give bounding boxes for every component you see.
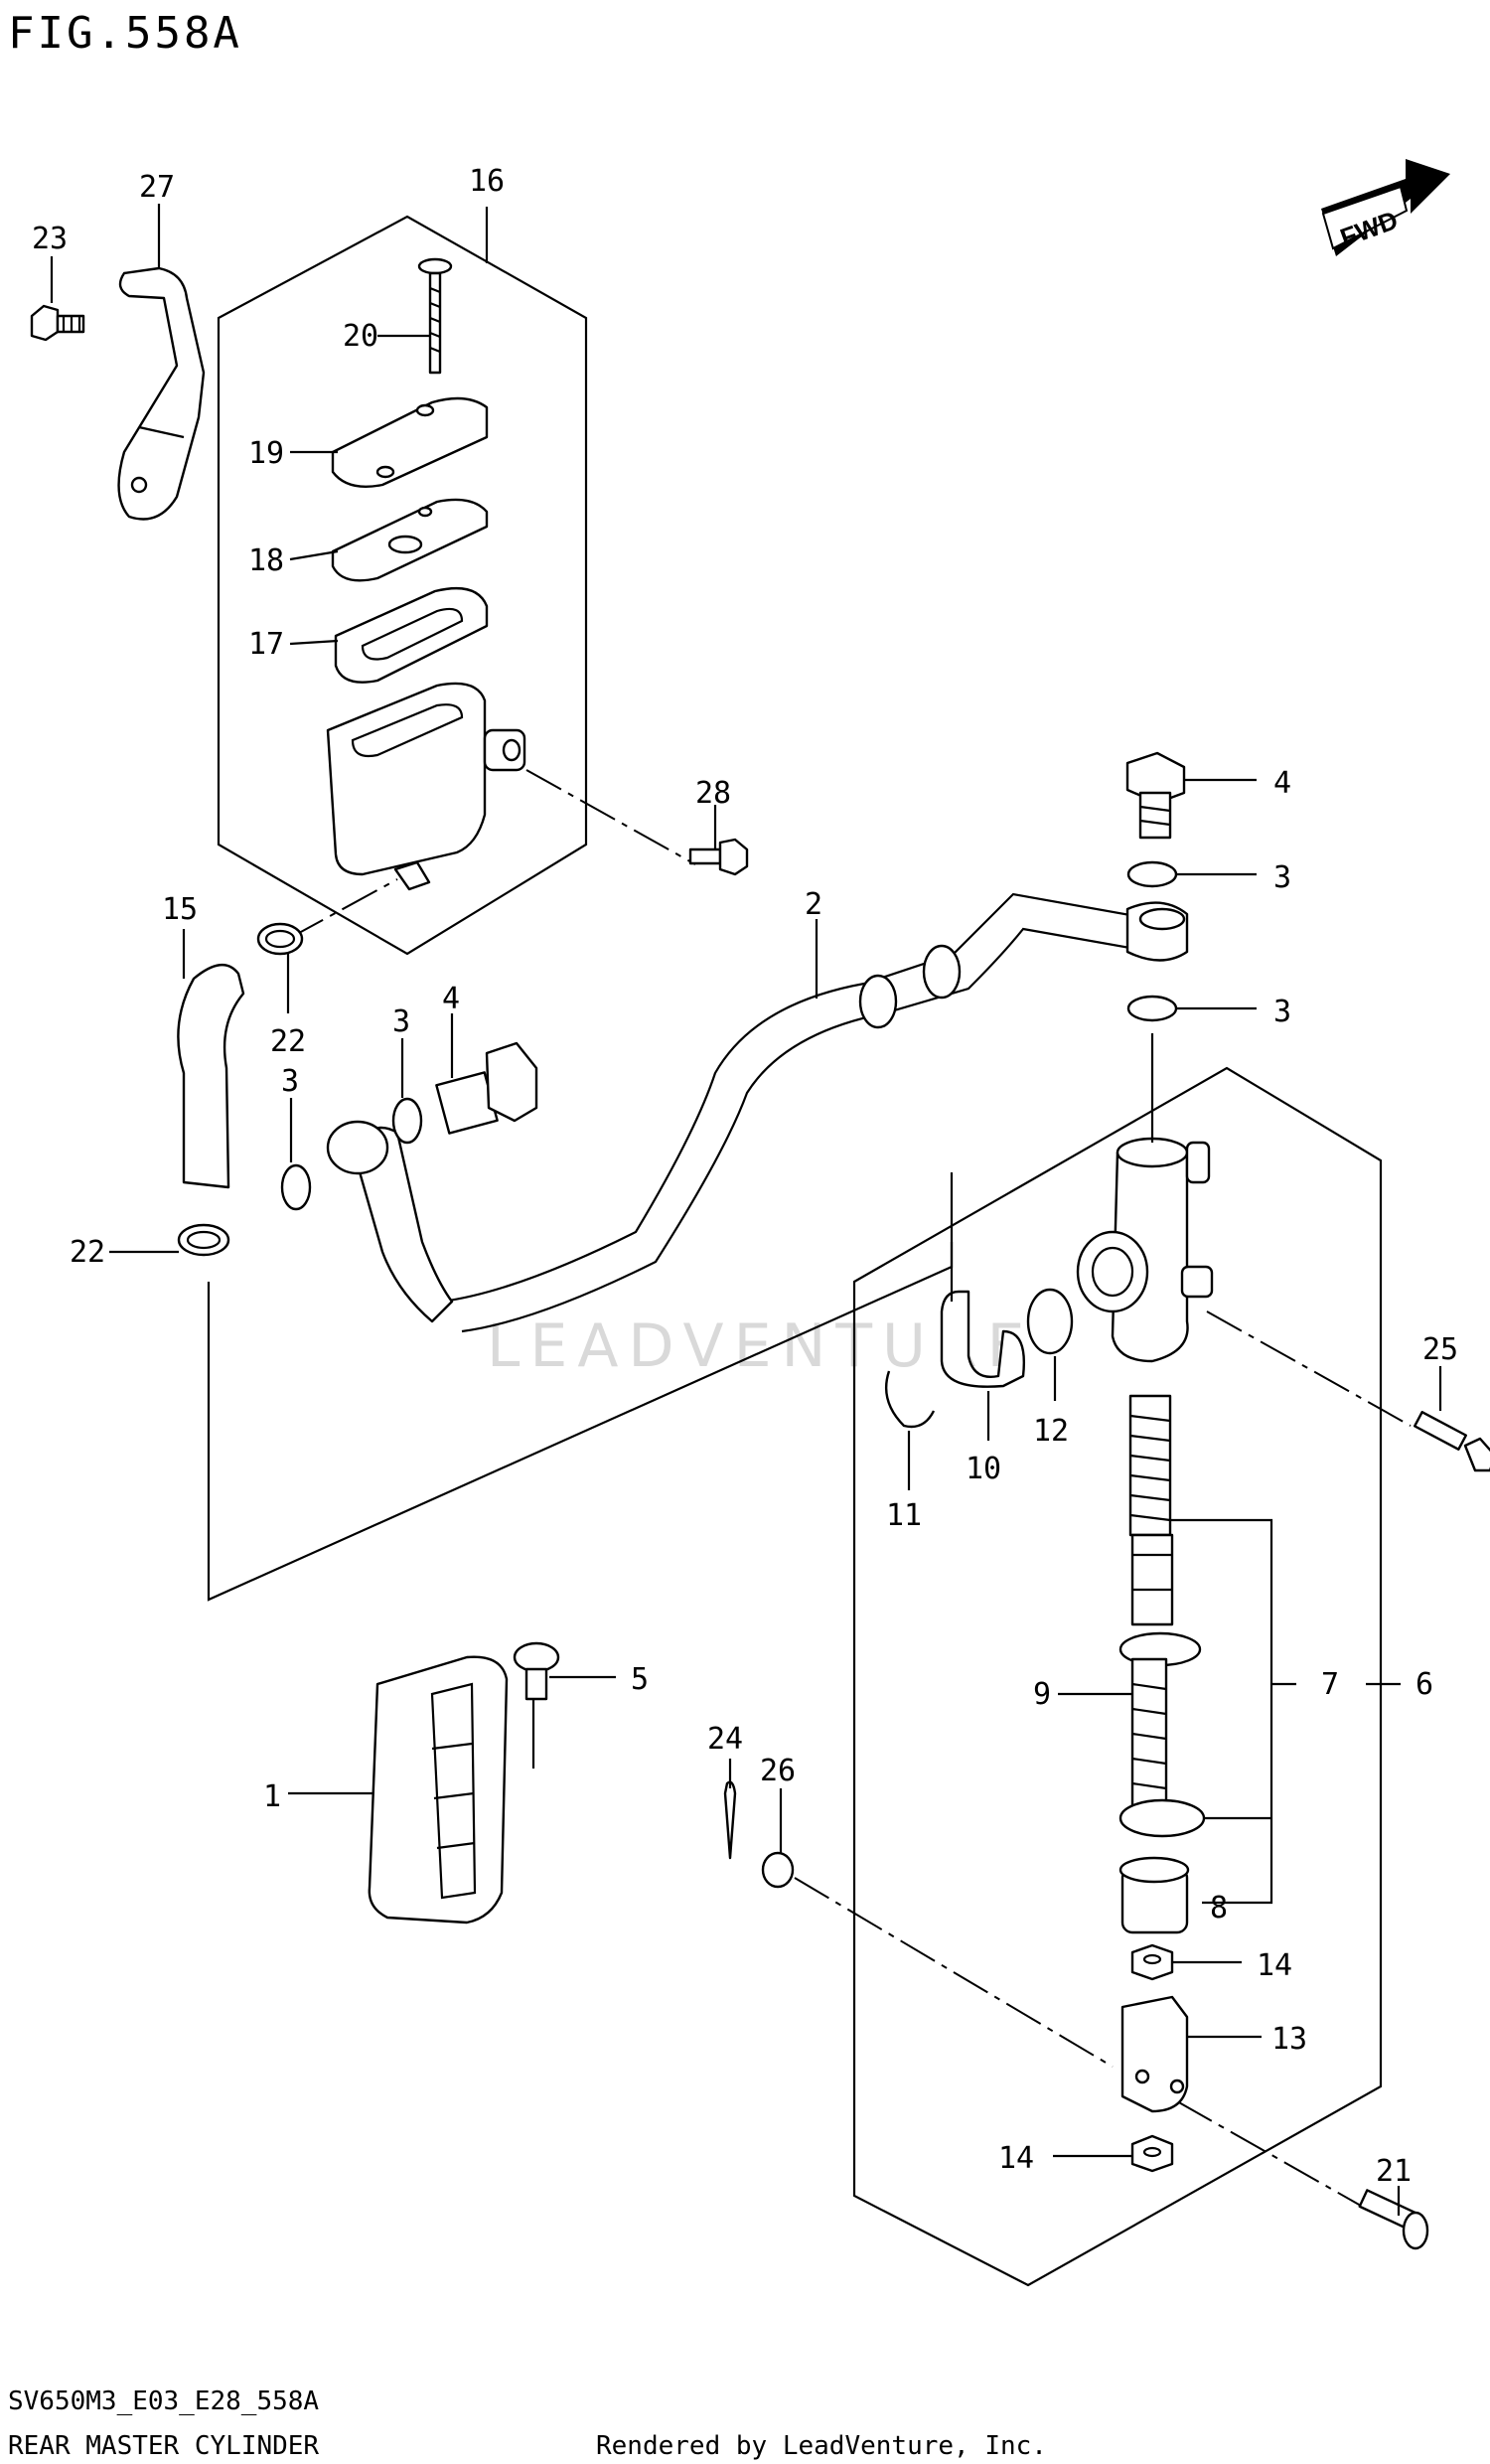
- bracket-part: [117, 266, 206, 521]
- hose-fitting-part: [940, 1290, 1025, 1388]
- cotter-pin-part: [723, 1780, 737, 1860]
- screw-part: [417, 257, 453, 375]
- boot-part: [1118, 1856, 1190, 1934]
- diaphragm-plate-part: [331, 498, 489, 582]
- washer-2-part: [391, 1097, 423, 1145]
- brake-hose-part: [326, 892, 1189, 1333]
- mount-bolt-part: [1413, 1410, 1490, 1472]
- master-cylinder-body-part: [1076, 1137, 1214, 1363]
- circlip-part: [1118, 1798, 1206, 1838]
- callout-22-upper: 22: [270, 1024, 306, 1059]
- callout-10: 10: [966, 1452, 1001, 1486]
- callout-2: 2: [805, 887, 822, 922]
- hose-routing-frame: [207, 1172, 954, 1602]
- washer-26-leader: [794, 1877, 1114, 2068]
- clamp-22-leader: [287, 878, 398, 940]
- callout-19: 19: [248, 436, 284, 471]
- cover-screw-part: [513, 1641, 560, 1701]
- pin-21-leader: [1176, 2100, 1362, 2207]
- callout-24: 24: [707, 1722, 743, 1757]
- callout-15: 15: [162, 892, 198, 927]
- nut-lower-part: [1130, 2134, 1174, 2173]
- snap-ring-part: [884, 1370, 936, 1429]
- reservoir-cap-part: [331, 396, 489, 489]
- reservoir-assembly-box: [217, 215, 588, 956]
- figure-title: FIG.558A: [8, 8, 242, 59]
- union-bolt-right-part: [1125, 751, 1186, 840]
- union-bolt-left-part: [435, 1041, 538, 1135]
- bolt-28-leader: [525, 769, 696, 865]
- callout-16: 16: [469, 164, 505, 199]
- callout-17: 17: [248, 627, 284, 662]
- callout-numbers: 27 23 16 20 19 18 17 28 2 4 3 3 15 22 3 …: [32, 164, 1458, 2189]
- leader-lines: [50, 204, 1442, 2216]
- callout-3-lower-right: 3: [1273, 995, 1291, 1029]
- callout-23: 23: [32, 222, 68, 256]
- callout-20: 20: [343, 319, 378, 354]
- master-cylinder-box: [852, 1066, 1383, 2287]
- washer-4-part: [1126, 995, 1178, 1022]
- piston-assembly-part: [1128, 1394, 1174, 1626]
- callout-3-left-upper: 3: [392, 1004, 410, 1039]
- hose-clamp-lower-part: [177, 1223, 230, 1257]
- callout-27: 27: [139, 170, 175, 205]
- reservoir-body-part: [326, 682, 526, 891]
- callout-22-lower: 22: [70, 1235, 105, 1270]
- callout-3-left-lower: 3: [281, 1064, 299, 1099]
- callout-12: 12: [1033, 1414, 1069, 1449]
- callout-14-upper: 14: [1257, 1948, 1292, 1983]
- callout-8: 8: [1210, 1891, 1228, 1925]
- watermark-text: LEADVENTURE: [487, 1311, 1035, 1381]
- callout-11: 11: [886, 1498, 922, 1533]
- cover-part: [368, 1655, 509, 1925]
- model-code: SV650M3_E03_E28_558A: [8, 2387, 319, 2416]
- bolt-25-leader: [1206, 1310, 1412, 1427]
- reservoir-hose-part: [177, 964, 245, 1189]
- callout-18: 18: [248, 543, 284, 578]
- pushrod-part: [1118, 1631, 1202, 1810]
- callout-25: 25: [1422, 1332, 1458, 1367]
- callout-1: 1: [263, 1779, 281, 1814]
- callout-26: 26: [760, 1754, 796, 1788]
- rendered-by-credit: Rendered by LeadVenture, Inc.: [596, 2431, 1047, 2461]
- callout-28: 28: [695, 776, 731, 811]
- diaphragm-part: [334, 587, 489, 684]
- clevis-part: [1120, 1995, 1189, 2113]
- callout-4-left: 4: [442, 982, 460, 1016]
- callout-5: 5: [631, 1662, 649, 1697]
- reservoir-bolt-part: [688, 838, 749, 876]
- washer-3-part: [1126, 860, 1178, 888]
- washer-1-part: [280, 1163, 312, 1211]
- o-ring-part: [1026, 1288, 1074, 1355]
- callout-21: 21: [1376, 2154, 1412, 2189]
- callout-6: 6: [1416, 1667, 1433, 1702]
- nut-upper-part: [1130, 1943, 1174, 1981]
- bolt-part: [30, 304, 85, 342]
- fwd-arrow-icon: FWD: [1321, 159, 1450, 256]
- callout-14-lower: 14: [998, 2141, 1034, 2176]
- hose-clamp-upper-part: [256, 922, 304, 956]
- callout-4-right: 4: [1273, 766, 1291, 801]
- clevis-pin-part: [1358, 2189, 1429, 2250]
- flat-washer-part: [761, 1851, 795, 1889]
- callout-9: 9: [1033, 1677, 1051, 1712]
- callout-3-upper-right: 3: [1273, 860, 1291, 895]
- section-title: REAR MASTER CYLINDER: [8, 2431, 319, 2461]
- callout-7: 7: [1321, 1667, 1339, 1702]
- callout-13: 13: [1271, 2022, 1307, 2057]
